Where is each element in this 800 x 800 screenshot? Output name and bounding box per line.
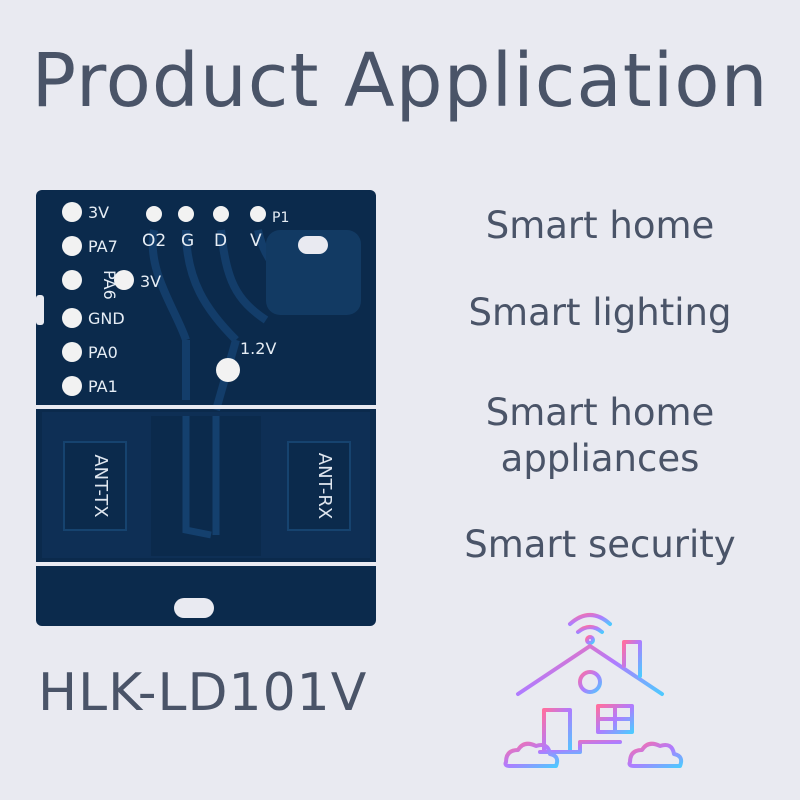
application-item: Smart home — [485, 204, 715, 247]
v12-label: 1.2V — [240, 339, 276, 358]
page-title: Product Application — [31, 38, 769, 124]
inner-3v-label: 3V — [140, 272, 161, 291]
left-pin-label: PA0 — [88, 343, 118, 362]
p1-label: P1 — [272, 210, 289, 226]
ant-tx-label: ANT-TX — [90, 454, 111, 517]
radar-module-board-image: ANT-TX ANT-RX O2 G D V P1 3V PA7 PA6 GND… — [36, 190, 376, 626]
left-pin-label: PA6 — [100, 270, 119, 300]
application-item: Smart security — [464, 523, 736, 566]
top-pin-label: O2 — [142, 231, 166, 251]
application-item: Smart lighting — [468, 291, 732, 334]
model-name: HLK-LD101V — [38, 663, 368, 723]
ant-rx-label: ANT-RX — [314, 453, 335, 519]
application-item: Smart home appliances — [485, 391, 715, 480]
top-pin-label: G — [181, 231, 194, 251]
left-pin-label: PA7 — [88, 237, 118, 256]
smart-home-house-icon — [503, 613, 684, 768]
top-pin-label: V — [250, 231, 262, 251]
left-pin-label: GND — [88, 309, 125, 328]
left-pin-label: PA1 — [88, 377, 118, 396]
left-pin-label: 3V — [88, 203, 109, 222]
wifi-signal-icon — [568, 613, 612, 645]
top-pin-label: D — [214, 231, 227, 251]
